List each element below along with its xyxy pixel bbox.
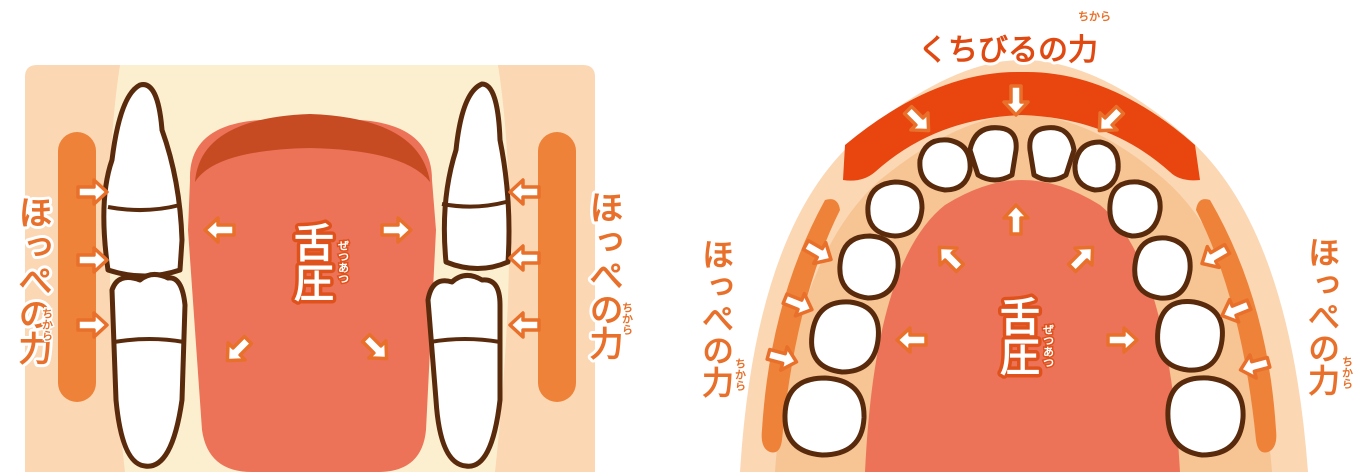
lip-force-ruby: ちから: [1078, 10, 1111, 23]
tooth: [1158, 302, 1223, 371]
cheek-label-ruby: ちから: [41, 308, 54, 341]
tooth: [1110, 182, 1160, 236]
tooth: [840, 236, 898, 298]
left-cheek-force-bar: [58, 132, 96, 402]
tooth: [1075, 142, 1118, 190]
lip-force-label: くちびるの力: [918, 33, 1098, 68]
tongue-pressure-ruby: ぜつあつ: [337, 240, 350, 284]
cheek-label-right: ほっぺの力: [583, 190, 623, 361]
top-view-panel: くちびるの力 ちから ほっぺの力 ちから ほっぺの力 ちから 舌圧 ぜつあつ: [697, 10, 1354, 472]
tooth: [970, 128, 1016, 180]
cheek-label-left: ほっぺの力: [697, 238, 735, 399]
tongue-pressure-ruby: ぜつあつ: [1042, 324, 1055, 368]
tooth: [1168, 378, 1243, 455]
tooth: [1135, 238, 1190, 298]
cheek-label-ruby: ちから: [621, 302, 634, 335]
tooth: [920, 140, 970, 190]
cheek-label-ruby: ちから: [1341, 356, 1354, 389]
tooth: [812, 302, 879, 372]
tooth: [1030, 128, 1074, 180]
side-view-panel: ほっぺの力 ちから ほっぺの力 ちから 舌圧 ぜつあつ: [12, 65, 634, 472]
cheek-label-ruby: ちから: [734, 358, 747, 391]
tongue-pressure-label: 舌圧: [287, 222, 334, 302]
tooth: [868, 182, 922, 236]
tongue-pressure-label: 舌圧: [993, 296, 1040, 376]
cheek-label-right: ほっぺの力: [1303, 236, 1341, 397]
tooth: [785, 378, 864, 455]
left-lower-tooth: [112, 274, 185, 466]
right-cheek-force-bar: [538, 132, 576, 402]
